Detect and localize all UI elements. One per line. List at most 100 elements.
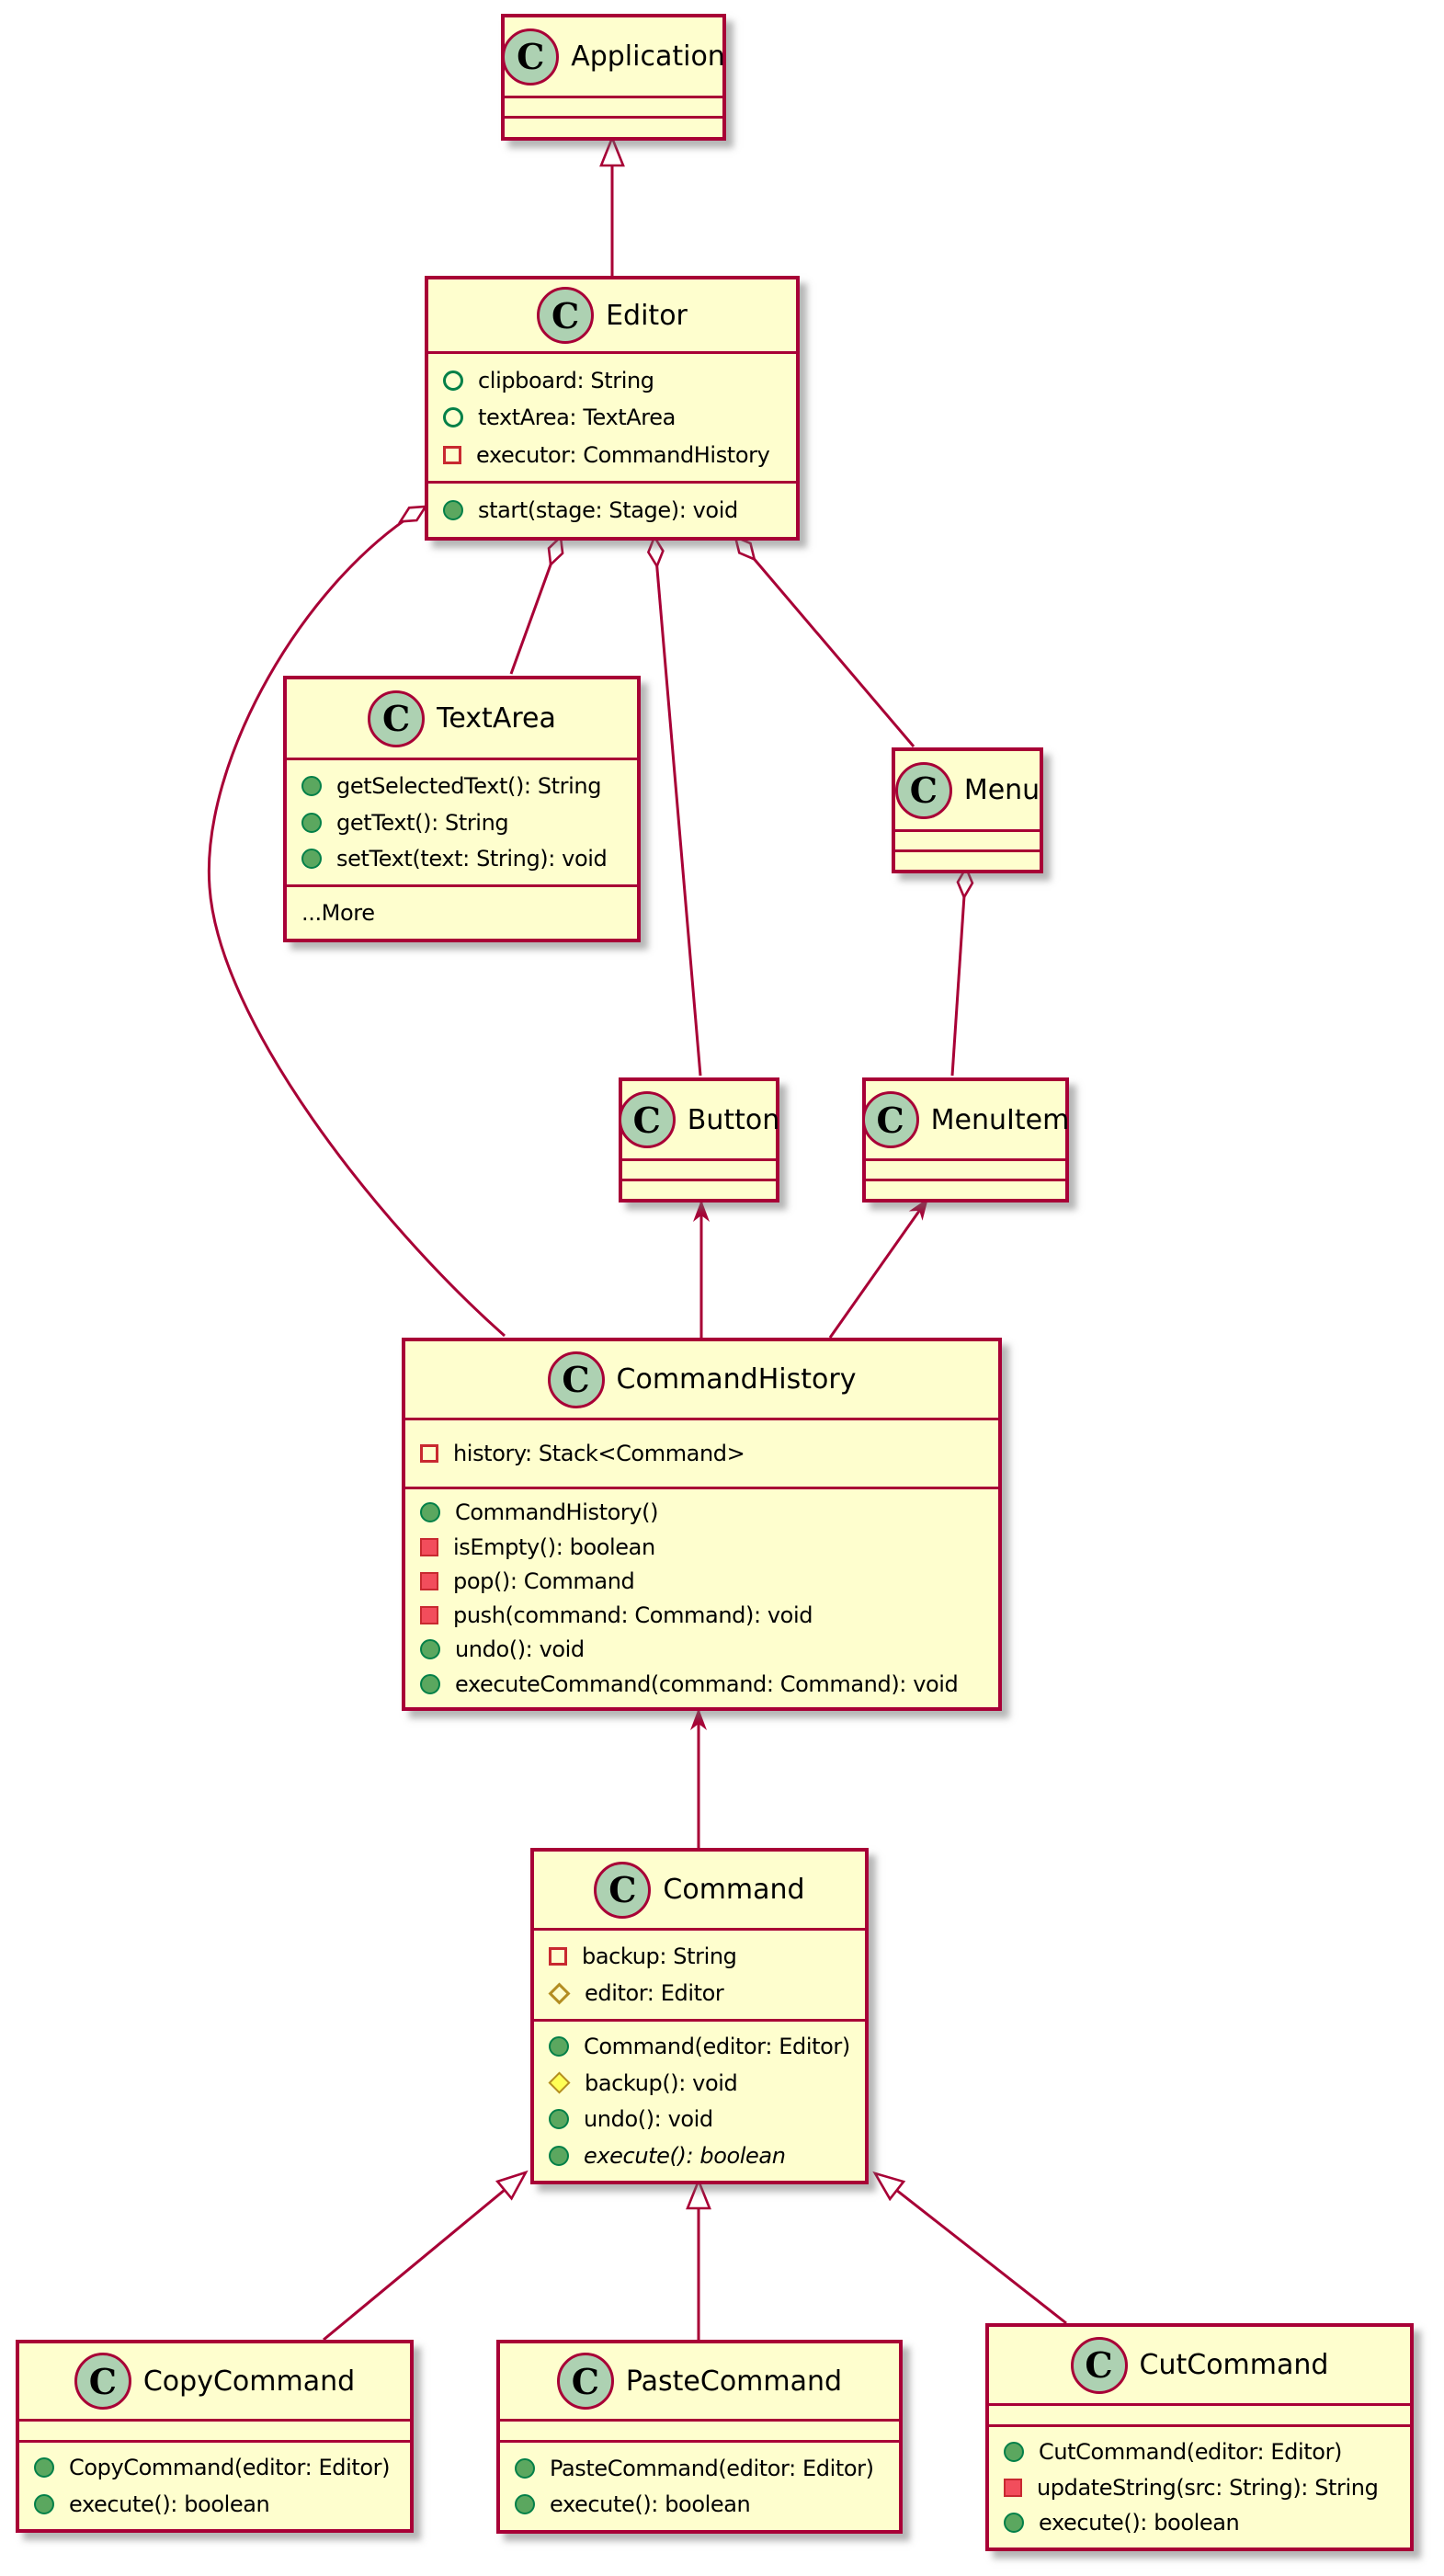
class-box-editor: C Editor clipboard: String textArea: TextAr… bbox=[425, 276, 800, 541]
class-name: Button bbox=[687, 1103, 780, 1136]
member-row: backup: String bbox=[549, 1943, 858, 1969]
member-text: getText(): String bbox=[336, 809, 509, 836]
class-stereotype-icon: C bbox=[618, 1091, 676, 1148]
member-row: PasteCommand(editor: Editor) bbox=[515, 2456, 892, 2481]
member-text: textArea: TextArea bbox=[478, 405, 676, 430]
public-visibility-icon bbox=[549, 2109, 569, 2130]
member-text: executor: CommandHistory bbox=[476, 441, 770, 468]
member-text: start(stage: Stage): void bbox=[478, 497, 738, 523]
class-name: CopyCommand bbox=[142, 2365, 356, 2398]
class-members-command: backup: String editor: Editor bbox=[534, 1928, 865, 2019]
public-visibility-icon bbox=[420, 1502, 440, 1523]
class-name: Command bbox=[663, 1874, 805, 1906]
class-name: Editor bbox=[606, 299, 688, 332]
public-visibility-icon bbox=[443, 500, 463, 520]
edge-editor-aggregates-textarea bbox=[509, 537, 561, 675]
edge-commandhistory-to-menuitem bbox=[828, 1197, 930, 1339]
empty-compartment bbox=[19, 2419, 410, 2440]
public-visibility-icon bbox=[549, 2145, 569, 2166]
private-field-icon bbox=[420, 1444, 438, 1463]
member-row: start(stage: Stage): void bbox=[443, 497, 789, 523]
class-members-pastecommand: PasteCommand(editor: Editor) execute(): b… bbox=[500, 2440, 899, 2530]
edge-cutcommand-extends-command bbox=[872, 2171, 1067, 2325]
public-visibility-icon bbox=[34, 2457, 54, 2479]
public-visibility-icon bbox=[34, 2493, 54, 2514]
class-stereotype-icon: C bbox=[1070, 2336, 1128, 2394]
member-row: undo(): void bbox=[549, 2106, 858, 2132]
public-visibility-icon bbox=[301, 849, 322, 870]
class-members-textarea: getSelectedText(): String getText(): Stri… bbox=[287, 758, 637, 884]
private-visibility-icon bbox=[420, 1537, 438, 1556]
class-members-commandhistory: CommandHistory() isEmpty(): boolean pop():… bbox=[405, 1487, 998, 1707]
member-row: ...More bbox=[301, 900, 630, 926]
member-text: execute(): boolean bbox=[550, 2491, 751, 2518]
member-row: CommandHistory() bbox=[420, 1499, 991, 1525]
edge-menu-aggregates-menuitem bbox=[950, 868, 966, 1077]
edge-editor-aggregates-menu bbox=[735, 537, 915, 747]
empty-compartment bbox=[895, 829, 1040, 849]
class-stereotype-icon: C bbox=[547, 1351, 605, 1408]
class-members-cutcommand: CutCommand(editor: Editor)updateString(s… bbox=[989, 2424, 1410, 2548]
member-text: CopyCommand(editor: Editor) bbox=[69, 2455, 391, 2481]
member-row: updateString(src: String): String bbox=[1004, 2475, 1403, 2501]
member-text: execute(): boolean bbox=[69, 2491, 270, 2517]
member-text: execute(): boolean bbox=[584, 2142, 786, 2169]
member-row: Command(editor: Editor) bbox=[549, 2034, 858, 2059]
class-stereotype-icon: C bbox=[556, 2353, 614, 2410]
public-visibility-icon bbox=[301, 812, 322, 833]
public-visibility-icon bbox=[301, 775, 322, 796]
member-text: editor: Editor bbox=[585, 1980, 724, 2006]
private-visibility-icon bbox=[1004, 2478, 1022, 2497]
public-visibility-icon bbox=[549, 2036, 569, 2057]
member-row: clipboard: String bbox=[443, 368, 789, 393]
class-name: PasteCommand bbox=[625, 2365, 843, 2398]
edge-editor-aggregates-button bbox=[654, 537, 702, 1077]
class-stereotype-icon: C bbox=[537, 287, 595, 344]
member-text: ...More bbox=[301, 900, 375, 926]
empty-compartment bbox=[622, 1158, 776, 1179]
member-row: execute(): boolean bbox=[34, 2491, 403, 2517]
class-title-pastecommand: C PasteCommand bbox=[500, 2343, 899, 2419]
edge-copycommand-extends-command bbox=[323, 2170, 529, 2342]
member-text: getSelectedText(): String bbox=[336, 772, 602, 799]
class-stereotype-icon: C bbox=[74, 2353, 131, 2410]
member-row: history: Stack<Command> bbox=[420, 1441, 991, 1466]
member-text: clipboard: String bbox=[478, 367, 654, 393]
empty-compartment bbox=[505, 96, 722, 116]
member-row: pop(): Command bbox=[420, 1568, 991, 1594]
member-text: undo(): void bbox=[584, 2106, 713, 2133]
member-text: CommandHistory() bbox=[455, 1499, 659, 1526]
private-field-icon bbox=[549, 1947, 567, 1966]
class-members-copycommand: CopyCommand(editor: Editor) execute(): bo… bbox=[19, 2440, 410, 2529]
public-visibility-icon bbox=[1004, 2441, 1024, 2462]
class-stereotype-icon: C bbox=[368, 690, 426, 747]
member-row: executeCommand(command: Command): void bbox=[420, 1671, 991, 1697]
member-text: PasteCommand(editor: Editor) bbox=[550, 2455, 874, 2481]
public-visibility-icon bbox=[515, 2494, 535, 2515]
class-name: Menu bbox=[963, 774, 1040, 806]
class-name: MenuItem bbox=[930, 1103, 1070, 1136]
protected-field-icon bbox=[548, 1981, 571, 2005]
class-name: Application bbox=[571, 40, 725, 73]
private-field-icon bbox=[443, 445, 461, 464]
class-title-editor: C Editor bbox=[428, 279, 796, 351]
public-visibility-icon bbox=[1004, 2513, 1024, 2534]
public-field-icon bbox=[443, 370, 463, 391]
member-row: undo(): void bbox=[420, 1636, 991, 1662]
member-row: getSelectedText(): String bbox=[301, 773, 630, 799]
empty-compartment bbox=[866, 1179, 1065, 1199]
class-name: CutCommand bbox=[1139, 2349, 1329, 2381]
empty-compartment bbox=[505, 116, 722, 137]
class-name: TextArea bbox=[437, 702, 556, 735]
member-row: isEmpty(): boolean bbox=[420, 1534, 991, 1560]
